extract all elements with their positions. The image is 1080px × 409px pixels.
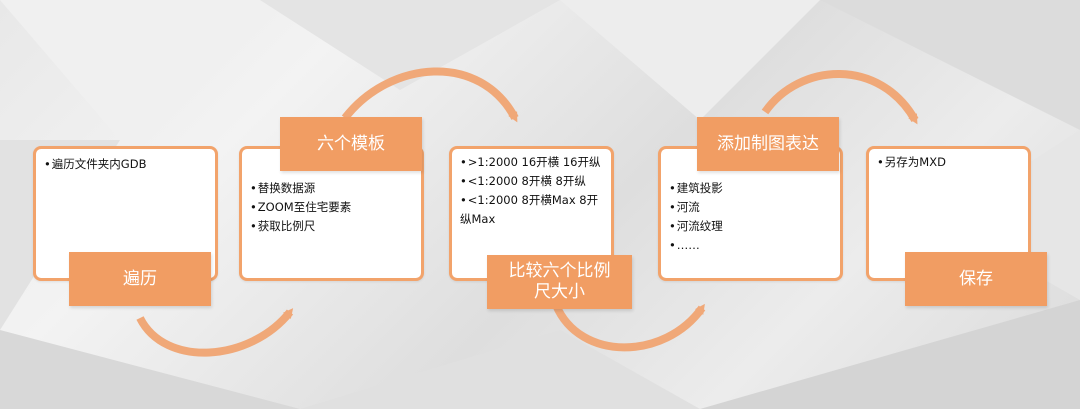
list-item: 建筑投影: [669, 179, 834, 198]
list-item: >1:2000 16开横 16开纵: [460, 153, 605, 172]
list-item: 获取比例尺: [250, 217, 415, 236]
step-5-list: 另存为MXD: [869, 149, 1028, 172]
list-item: ……: [669, 236, 834, 255]
step-5-label: 保存: [905, 252, 1047, 306]
step-2-list: 替换数据源 ZOOM至住宅要素 获取比例尺: [242, 149, 421, 236]
list-item: 另存为MXD: [877, 153, 1022, 172]
list-item: 遍历文件夹内GDB: [44, 155, 209, 174]
step-label-text: 添加制图表达: [717, 133, 819, 154]
list-item: <1:2000 8开横 8开纵: [460, 172, 605, 191]
list-item: 替换数据源: [250, 179, 415, 198]
step-1-list: 遍历文件夹内GDB: [36, 149, 215, 174]
step-3-list: >1:2000 16开横 16开纵 <1:2000 8开横 8开纵 <1:200…: [452, 149, 611, 229]
list-item: <1:2000 8开横Max 8开 纵Max: [460, 191, 605, 229]
list-item: ZOOM至住宅要素: [250, 198, 415, 217]
list-item: 河流: [669, 198, 834, 217]
step-label-text: 遍历: [123, 268, 157, 289]
step-4-label: 添加制图表达: [697, 117, 839, 171]
list-item: 河流纹理: [669, 217, 834, 236]
step-3-label: 比较六个比例 尺大小: [487, 255, 632, 309]
step-label-text: 六个模板: [317, 133, 385, 154]
step-1-label: 遍历: [69, 252, 211, 306]
step-2-label: 六个模板: [280, 117, 422, 171]
step-label-line-1: 比较六个比例: [508, 261, 611, 281]
step-label-text: 保存: [959, 268, 993, 289]
step-label-line-2: 尺大小: [534, 282, 585, 302]
step-4-list: 建筑投影 河流 河流纹理 ……: [661, 149, 840, 255]
